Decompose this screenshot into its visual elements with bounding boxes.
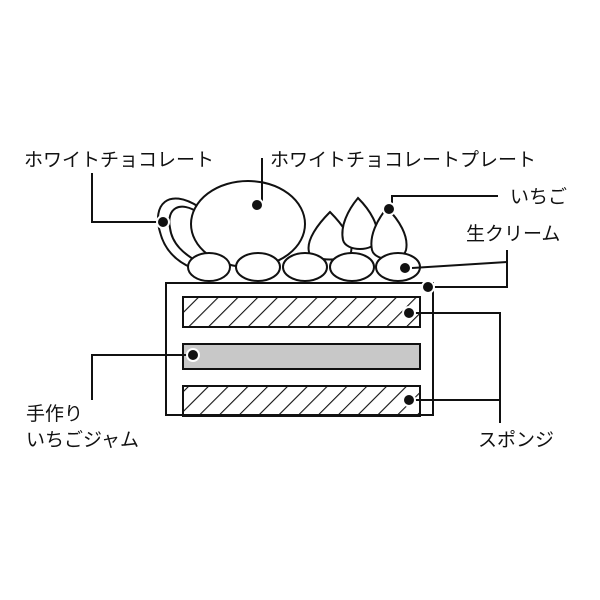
dot-fresh-cream-dollop <box>398 261 412 275</box>
dot-sponge-top <box>402 306 416 320</box>
cream-dollop-4 <box>329 252 375 282</box>
dot-white-chocolate-plate <box>250 198 264 212</box>
label-strawberry: いちご <box>510 186 567 208</box>
cream-dollop-1 <box>187 252 231 282</box>
label-white-chocolate: ホワイトチョコレート <box>24 149 214 171</box>
dot-sponge-bottom <box>402 393 416 407</box>
dot-fresh-cream-cake <box>421 280 435 294</box>
dot-white-chocolate <box>156 215 170 229</box>
leader-fresh-cream-2 <box>411 261 508 269</box>
cream-dollop-3 <box>282 252 328 282</box>
dot-jam <box>186 348 200 362</box>
leader-jam <box>91 354 192 400</box>
sponge-layer-bottom <box>182 385 421 417</box>
sponge-layer-top <box>182 296 421 328</box>
strawberry-2 <box>341 196 379 250</box>
dot-strawberry <box>382 202 396 216</box>
label-sponge: スポンジ <box>478 429 554 451</box>
label-jam-line2: いちごジャム <box>26 429 139 451</box>
leader-fresh-cream <box>428 250 508 288</box>
leader-strawberry <box>391 195 498 207</box>
cream-dollop-2 <box>235 252 281 282</box>
label-jam-line1: 手作り <box>26 403 83 425</box>
leader-sponge <box>410 312 501 423</box>
label-white-chocolate-plate: ホワイトチョコレートプレート <box>270 149 536 171</box>
jam-layer <box>182 343 421 370</box>
label-fresh-cream: 生クリーム <box>466 223 560 245</box>
leader-white-chocolate <box>91 173 163 223</box>
